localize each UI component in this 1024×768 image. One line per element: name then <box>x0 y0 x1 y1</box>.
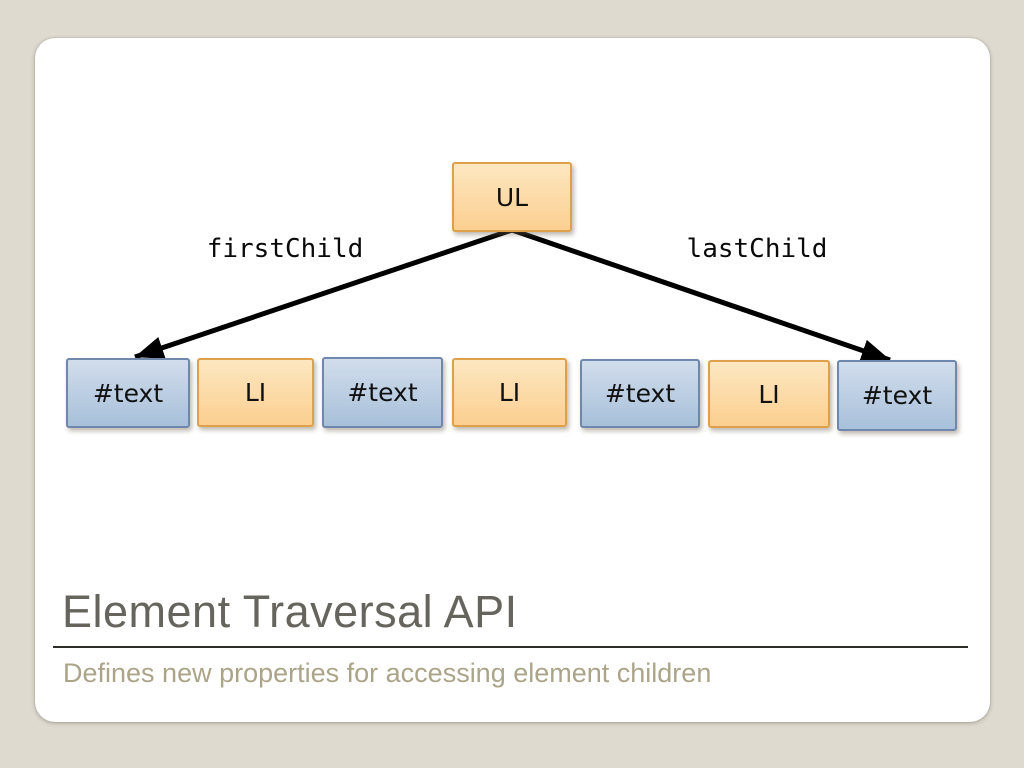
title-divider <box>53 646 968 648</box>
node-text-2: #text <box>322 357 443 428</box>
slide-title: Element Traversal API <box>62 586 518 637</box>
node-li-3: LI <box>708 360 830 428</box>
node-li-2: LI <box>452 358 567 427</box>
slide-subtitle: Defines new properties for accessing ele… <box>63 658 712 688</box>
edge-label-firstchild: firstChild <box>206 234 364 264</box>
slide: UL firstChild lastChild #text LI #text L… <box>35 38 990 722</box>
node-text-4: #text <box>837 360 957 431</box>
edge-label-lastchild: lastChild <box>686 234 828 264</box>
node-li-1: LI <box>197 358 314 427</box>
node-ul: UL <box>452 162 572 232</box>
node-text-3: #text <box>580 359 700 428</box>
node-text-1: #text <box>66 358 190 428</box>
